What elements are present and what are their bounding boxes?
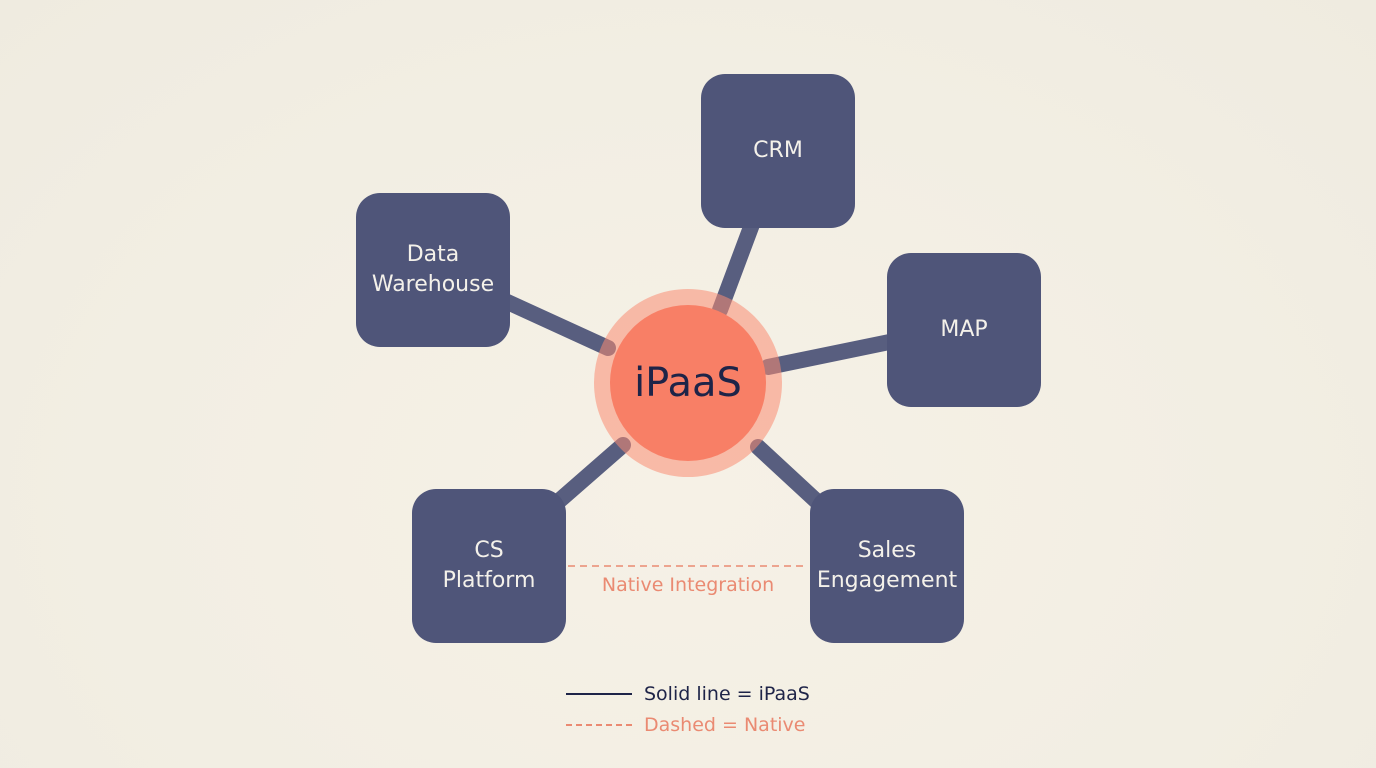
spoke-map [760,331,912,375]
native-integration-label: Native Integration [601,574,775,596]
legend-dashed: Dashed = Native [566,709,810,740]
legend-solid: Solid line = iPaaS [566,678,810,709]
node-sales-engagement-line-1: Sales [857,538,917,563]
node-sales-engagement: Sales Engagement [810,489,964,643]
node-cs-platform: CS Platform [412,489,566,643]
node-map: MAP [887,253,1041,407]
legend: Solid line = iPaaS Dashed = Native [566,678,810,740]
legend-solid-text: Solid line = iPaaS [644,682,810,705]
node-crm: CRM [701,74,855,228]
hub-ipaas: iPaaS [610,305,766,461]
node-sales-engagement-line-2: Engagement [816,568,958,593]
node-crm-line-1: CRM [753,138,803,163]
node-data-warehouse-line-1: Data [406,242,460,267]
node-data-warehouse-line-2: Warehouse [371,272,495,297]
node-data-warehouse: Data Warehouse [356,193,510,347]
node-cs-platform-line-2: Platform [442,568,536,593]
hub-label: iPaaS [634,360,742,406]
legend-dashed-swatch [566,723,632,726]
hub-ipaas-halo: iPaaS [594,289,782,477]
legend-solid-swatch [566,692,632,695]
node-cs-platform-line-1: CS [474,538,504,563]
legend-dashed-text: Dashed = Native [644,713,806,736]
node-map-line-1: MAP [940,317,988,342]
